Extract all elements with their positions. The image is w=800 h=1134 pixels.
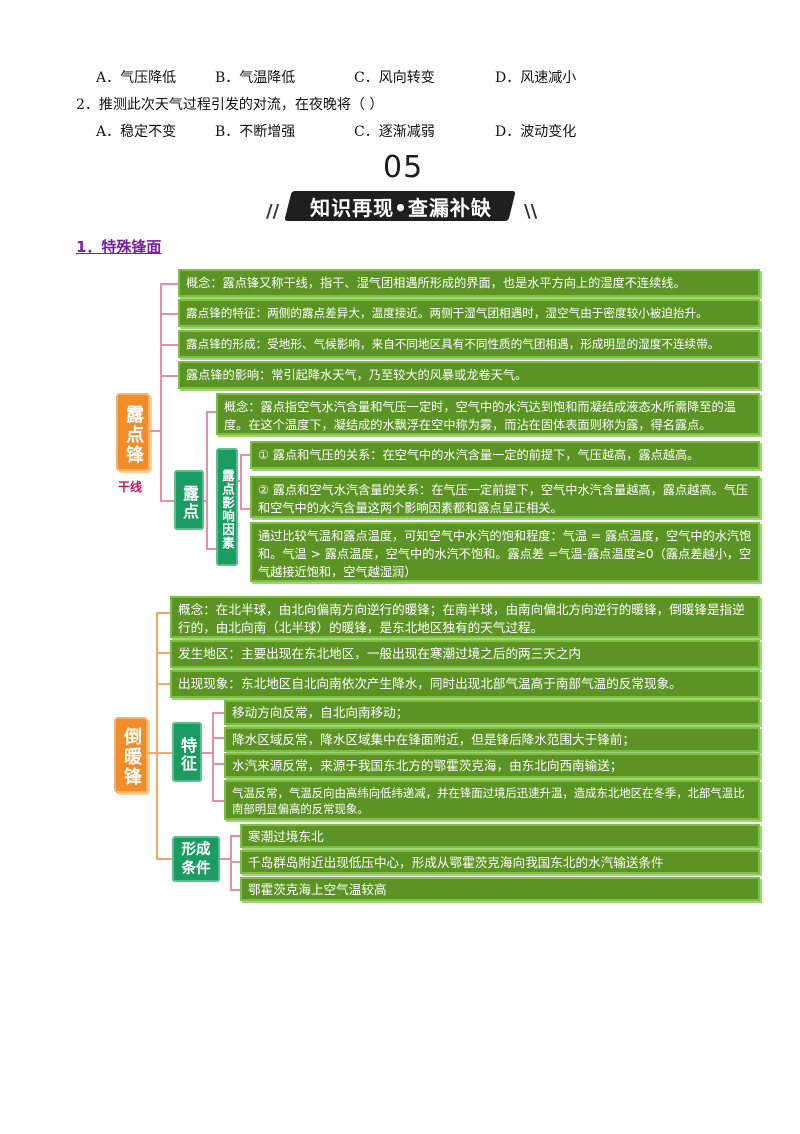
dew-point-concept: 概念：露点指空气水汽含量和气压一定时，空气中的水汽达到饱和而凝结成液态水所需降至… xyxy=(216,393,760,435)
q1-option-d: D．风速减小 xyxy=(495,70,577,86)
back-warm-front-concept: 概念：在北半球，由北向偏南方向逆行的暖锋；在南半球，由南向偏北方向逆行的暖锋，倒… xyxy=(170,596,760,638)
dew-point-factor-pressure: ① 露点和气压的关系：在空气中的水汽含量一定的前提下，气压越高，露点越高。 xyxy=(250,441,760,469)
conditions-label: 形成条件 xyxy=(172,836,220,882)
q2-option-a: A．稳定不变 xyxy=(96,124,177,140)
dew-front-feature: 露点锋的特征：两侧的露点差异大，温度接近。两侧干湿气团相遇时，湿空气由于密度较小… xyxy=(178,299,760,327)
feature-item-3: 水汽来源反常，来源于我国东北方的鄂霍茨克海，由东北向西南输送； xyxy=(224,753,760,778)
section-number: 05 xyxy=(383,150,424,185)
feature-item-4: 气温反常，气温反向由高纬向低纬递减，并在锋面过境后迅速升温，造成东北地区在冬季，… xyxy=(224,780,760,820)
condition-item-3: 鄂霍茨克海上空气温较高 xyxy=(240,877,760,901)
q1-option-c: C．风向转变 xyxy=(354,70,435,86)
dew-front-concept: 概念：露点锋又称干线，指干、湿气团相遇所形成的界面，也是水平方向上的湿度不连续线… xyxy=(178,269,760,297)
condition-item-1: 寒潮过境东北 xyxy=(240,824,760,848)
feature-item-1: 移动方向反常，自北向南移动； xyxy=(224,700,760,725)
dew-front-formation: 露点锋的形成：受地形、气候影响，来自不同地区具有不同性质的气团相遇，形成明显的湿… xyxy=(178,330,760,358)
q1-option-b: B．气温降低 xyxy=(215,70,296,86)
dew-point-label: 露点 xyxy=(174,470,204,530)
back-warm-front-label: 倒暖锋 xyxy=(114,717,148,793)
subsection-title: 1．特殊锋面 xyxy=(76,238,162,256)
q1-option-a: A．气压降低 xyxy=(96,70,177,86)
dew-front-label: 露点锋 xyxy=(116,393,150,471)
q2-option-c: C．逐渐减弱 xyxy=(354,124,435,140)
feature-item-2: 降水区域反常，降水区域集中在锋面附近，但是锋后降水范围大于锋前； xyxy=(224,727,760,752)
features-label: 特征 xyxy=(172,722,202,782)
right-slash-mark: \\ xyxy=(524,201,538,222)
q2-stem: 2．推测此次天气过程引发的对流，在夜晚将（ ） xyxy=(76,97,384,113)
condition-item-2: 千岛群岛附近出现低压中心，形成从鄂霍茨克海向我国东北的水汽输送条件 xyxy=(240,850,760,874)
dry-line-label: 干线 xyxy=(118,480,143,494)
dew-point-saturation: 通过比较气温和露点温度，可知空气中水汽的饱和程度：气温 = 露点温度，空气中的水… xyxy=(250,522,760,582)
q2-option-b: B．不断增强 xyxy=(215,124,296,140)
back-warm-front-region: 发生地区：主要出现在东北地区，一般出现在寒潮过境之后的两三天之内 xyxy=(170,640,760,668)
back-warm-front-phenomenon: 出现现象：东北地区自北向南依次产生降水，同时出现北部气温高于南部气温的反常现象。 xyxy=(170,670,760,698)
left-slash-mark: // xyxy=(266,201,280,222)
q2-option-d: D．波动变化 xyxy=(495,124,577,140)
section-title-banner: 知识再现•查漏补缺 xyxy=(270,187,532,225)
dew-point-factor-vapor: ② 露点和空气水汽含量的关系：在气压一定前提下，空气中水汽含量越高，露点越高。气… xyxy=(250,476,760,518)
dew-point-factors-label: 露点影响因素 xyxy=(216,448,238,566)
section-title: 知识再现•查漏补缺 xyxy=(310,196,492,220)
dew-front-impact: 露点锋的影响：常引起降水天气，乃至较大的风暴或龙卷天气。 xyxy=(178,361,760,389)
